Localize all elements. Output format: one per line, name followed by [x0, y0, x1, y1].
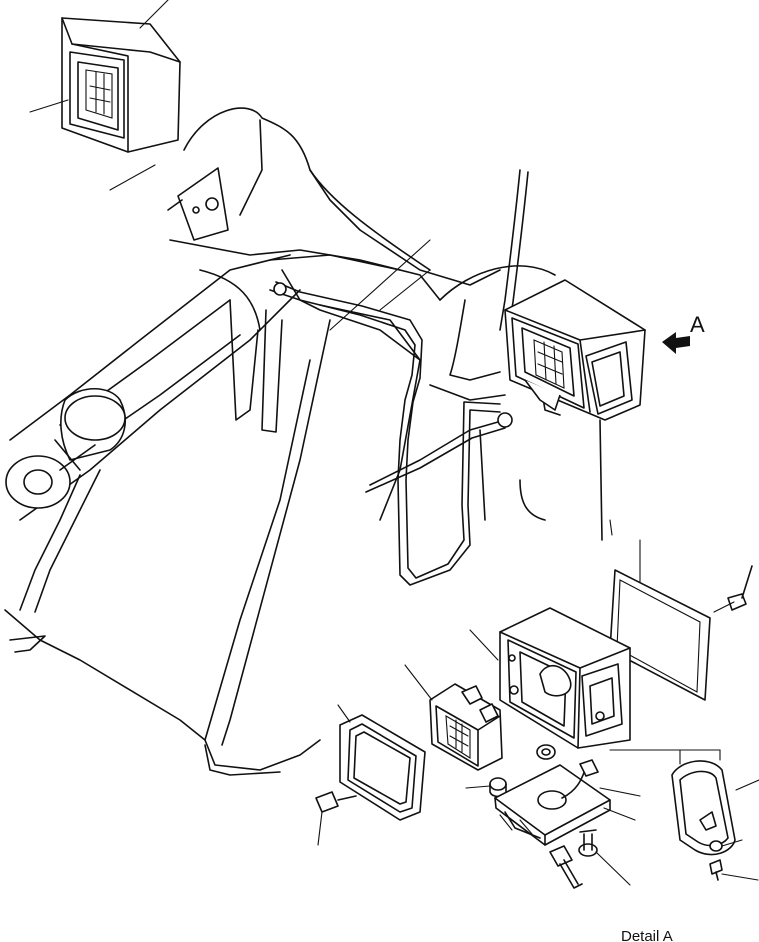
detail-caption: Detail A — [621, 928, 673, 942]
detail-a-cover-bolt — [713, 565, 753, 613]
right-work-lamp — [504, 279, 646, 421]
hydraulic-cylinder — [5, 299, 241, 509]
detail-a-side-lamp — [609, 749, 759, 856]
detail-a-wire — [561, 759, 641, 821]
detail-a-nut — [536, 744, 556, 760]
detail-a-cover-plate — [609, 569, 711, 701]
detail-a-bolt-lower-right — [578, 829, 631, 886]
leader-lines-upper — [29, 0, 641, 601]
detail-a-mount-bolt-left — [315, 791, 357, 846]
detail-a-small-parts — [709, 839, 759, 881]
upper-left-work-lamp — [61, 17, 181, 153]
view-arrow — [662, 332, 690, 354]
view-label: A — [690, 312, 705, 337]
detail-a-lamp-housing — [469, 607, 631, 749]
detail-a-bolt-lower-left — [549, 845, 583, 889]
upper-lamp-bracket — [167, 167, 229, 241]
detail-a-lamp-unit — [404, 664, 503, 771]
hoses-and-pipes — [269, 169, 529, 586]
detail-a-bushing — [465, 777, 507, 798]
detail-a-gasket — [337, 704, 426, 821]
detail-a-bracket — [494, 764, 611, 846]
